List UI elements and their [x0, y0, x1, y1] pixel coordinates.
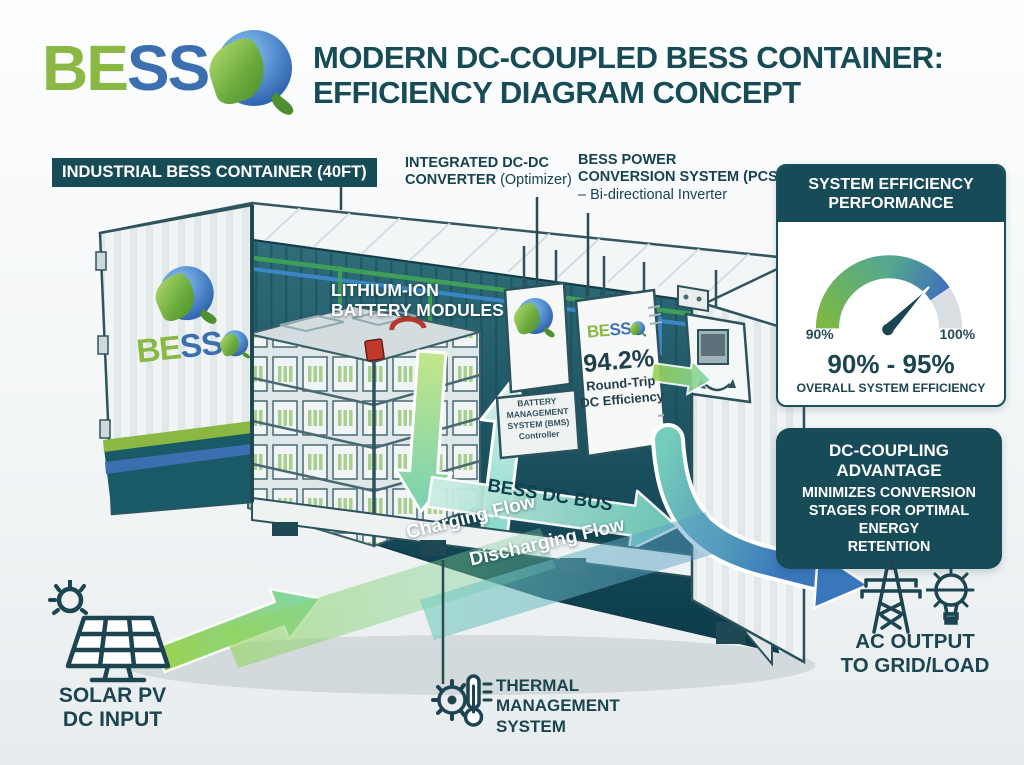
efficiency-caption: OVERALL SYSTEM EFFICIENCY	[796, 381, 986, 396]
advantage-title: DC-COUPLING ADVANTAGE	[829, 441, 949, 480]
solar-pv-label: SOLAR PV DC INPUT	[58, 684, 167, 732]
gauge-needle	[880, 286, 930, 338]
dcdc-label-line2: CONVERTER (Optimizer)	[405, 172, 572, 189]
door-q-sphere-icon	[220, 329, 250, 358]
pcs-label-line3: – Bi-directional Inverter	[578, 186, 728, 203]
efficiency-gauge: 90% 100%	[806, 255, 976, 342]
emergency-switch	[364, 338, 385, 362]
pcs-label-line2: CONVERSION SYSTEM (PCS)	[578, 169, 783, 186]
system-efficiency-panel: SYSTEM EFFICIENCY PERFORMANCE 90% 100% 9…	[776, 164, 1006, 408]
gauge-max-label: 100%	[939, 326, 975, 342]
door-bess-logo: BESS	[125, 260, 253, 371]
bms-sign: BATTERY MANAGEMENT SYSTEM (BMS) Controll…	[506, 395, 570, 442]
ground-shadow	[125, 635, 815, 695]
title-line-1: MODERN DC-COUPLED BESS CONTAINER:	[313, 40, 944, 75]
ac-output-label: AC OUTPUT TO GRID/LOAD	[840, 630, 990, 677]
pcs-label-line1: BESS POWER	[578, 152, 677, 168]
wall-unit-feed-arrow	[649, 358, 714, 397]
dcdc-bms-box	[495, 281, 581, 460]
bess-sphere-icon	[216, 30, 293, 106]
charging-beam	[222, 528, 556, 668]
dc-coupling-advantage-box: DC-COUPLING ADVANTAGE MINIMIZES CONVERSI…	[776, 428, 1002, 570]
transmission-tower-icon	[860, 558, 922, 634]
gauge-min-label: 90%	[806, 326, 835, 342]
discharging-beam	[420, 512, 720, 640]
logo-text-be: BE	[42, 32, 129, 104]
thermal-management-icon	[431, 674, 493, 727]
battery-modules-label: LITHIUM-ION BATTERY MODULES	[331, 280, 504, 321]
door-sphere-icon	[156, 263, 217, 323]
pcs-label: BESS POWER CONVERSION SYSTEM (PCS) – Bi-…	[578, 152, 783, 204]
efficiency-panel-header: SYSTEM EFFICIENCY PERFORMANCE	[778, 166, 1004, 223]
container-left-door	[95, 203, 254, 516]
logo-text-ss: SS	[126, 32, 210, 104]
page-title: MODERN DC-COUPLED BESS CONTAINER: EFFICI…	[313, 40, 944, 110]
thermal-management-label: THERMAL MANAGEMENT SYSTEM	[496, 676, 620, 736]
dcdc-label-line1: INTEGRATED DC-DC	[405, 155, 549, 171]
pcs-cabinet-text: BESS 94.2% Round-Trip DC Efficiency	[573, 317, 665, 411]
dcdc-converter-label: INTEGRATED DC-DC CONVERTER (Optimizer)	[405, 155, 572, 190]
solar-panel-icon	[48, 580, 171, 683]
industrial-container-badge: INDUSTRIAL BESS CONTAINER (40FT)	[52, 158, 377, 187]
title-line-2: EFFICIENCY DIAGRAM CONCEPT	[313, 75, 801, 111]
pcs-q-sphere-icon	[630, 320, 646, 336]
efficiency-range: 90% - 95%	[827, 349, 955, 380]
red-cable	[389, 316, 427, 331]
light-bulb-icon	[926, 564, 975, 625]
